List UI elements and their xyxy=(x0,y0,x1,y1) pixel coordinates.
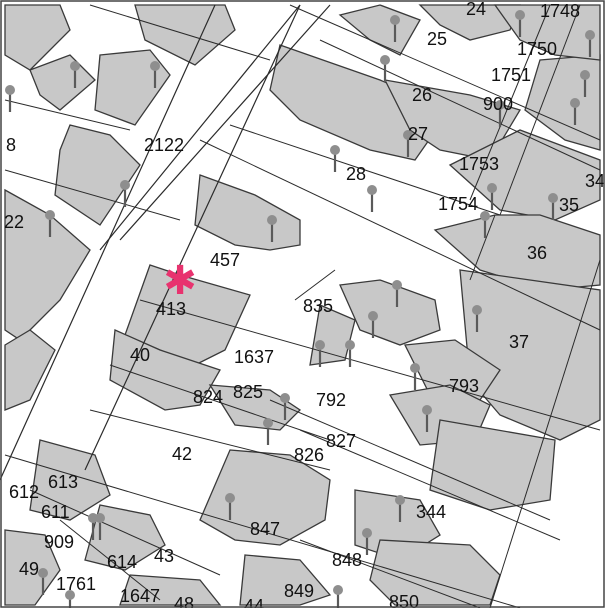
tree-icon xyxy=(480,211,490,238)
parcel-label: 850 xyxy=(389,592,419,608)
parcel-label: 457 xyxy=(210,250,240,270)
parcel-label: 827 xyxy=(326,431,356,451)
tree-icon xyxy=(345,340,355,367)
parcel-label: 825 xyxy=(233,382,263,402)
tree-icon xyxy=(45,210,55,237)
parcel-label: 2122 xyxy=(144,135,184,155)
parcel-label: 413 xyxy=(156,299,186,319)
tree-icon xyxy=(548,193,558,220)
parcel-label: 22 xyxy=(4,212,24,232)
parcel-label: 40 xyxy=(130,345,150,365)
parcel-label: 42 xyxy=(172,444,192,464)
parcel-label: 613 xyxy=(48,472,78,492)
parcel-label: 44 xyxy=(244,596,264,608)
parcel-label: 612 xyxy=(9,482,39,502)
tree-icon xyxy=(263,418,273,445)
parcel-label: 34 xyxy=(585,171,605,191)
parcel-label: 835 xyxy=(303,296,333,316)
parcel-label: 847 xyxy=(250,519,280,539)
tree-icon xyxy=(515,10,525,37)
tree-icon xyxy=(403,130,413,157)
parcel-label: 1753 xyxy=(459,154,499,174)
tree-icon xyxy=(70,61,80,88)
parcel-label: 48 xyxy=(174,594,194,608)
parcel-label: 824 xyxy=(193,387,223,407)
parcel-label: 35 xyxy=(559,195,579,215)
parcel-label: 909 xyxy=(44,532,74,552)
parcel-label: 1748 xyxy=(540,1,580,21)
street-trees xyxy=(5,10,595,608)
tree-icon xyxy=(495,100,505,127)
parcel-label: 8 xyxy=(6,135,16,155)
tree-icon xyxy=(395,495,405,522)
parcel-label: 1637 xyxy=(234,347,274,367)
tree-icon xyxy=(422,405,432,432)
parcel-label: 25 xyxy=(427,29,447,49)
parcel-label: 848 xyxy=(332,550,362,570)
parcel-label: 1750 xyxy=(517,39,557,59)
parcel-label: 27 xyxy=(408,124,428,144)
tree-icon xyxy=(472,305,482,332)
tree-icon xyxy=(225,493,235,520)
parcel-label: 1761 xyxy=(56,574,96,594)
parcel-label: 24 xyxy=(466,0,486,19)
tree-icon xyxy=(367,185,377,212)
tree-icon xyxy=(333,585,343,608)
parcel-boundaries xyxy=(0,4,601,608)
tree-icon xyxy=(392,280,402,307)
parcel-label: 793 xyxy=(449,376,479,396)
parcel-label: 43 xyxy=(154,546,174,566)
tree-icon xyxy=(380,55,390,82)
tree-icon xyxy=(330,145,340,172)
tree-icon xyxy=(95,513,105,540)
parcel-label: 1754 xyxy=(438,194,478,214)
parcel-label: 900 xyxy=(483,94,513,114)
parcel-label: 1751 xyxy=(491,65,531,85)
tree-icon xyxy=(88,513,98,540)
parcel-label: 49 xyxy=(19,559,39,579)
tree-icon xyxy=(38,568,48,595)
tree-icon xyxy=(65,590,75,608)
tree-icon xyxy=(362,528,372,555)
parcel-label: 826 xyxy=(294,445,324,465)
parcel-label: 28 xyxy=(346,164,366,184)
tree-icon xyxy=(580,70,590,97)
parcel-label: 344 xyxy=(416,502,446,522)
tree-icon xyxy=(150,61,160,88)
parcel-label: 26 xyxy=(412,85,432,105)
parcel-label: 37 xyxy=(509,332,529,352)
parcel-label: 36 xyxy=(527,243,547,263)
parcel-label: 792 xyxy=(316,390,346,410)
parcel-label: 849 xyxy=(284,581,314,601)
buildings-layer xyxy=(4,4,601,606)
tree-icon xyxy=(570,98,580,125)
tree-icon xyxy=(267,215,277,242)
tree-icon xyxy=(315,340,325,367)
tree-icon xyxy=(120,180,130,207)
parcel-label: 611 xyxy=(41,502,70,522)
tree-icon xyxy=(585,30,595,57)
parcel-number-labels: 24 1748 25 1750 1751 26 900 27 1753 28 1… xyxy=(4,0,605,608)
tree-icon xyxy=(5,85,15,112)
tree-icon xyxy=(410,363,420,390)
parcel-label: 614 xyxy=(107,552,137,572)
location-marker-icon[interactable]: ✱ xyxy=(163,258,197,304)
tree-icon xyxy=(280,393,290,420)
parcel-label: 1647 xyxy=(120,586,160,606)
tree-icon xyxy=(487,183,497,210)
tree-icon xyxy=(390,15,400,42)
tree-icon xyxy=(368,311,378,338)
